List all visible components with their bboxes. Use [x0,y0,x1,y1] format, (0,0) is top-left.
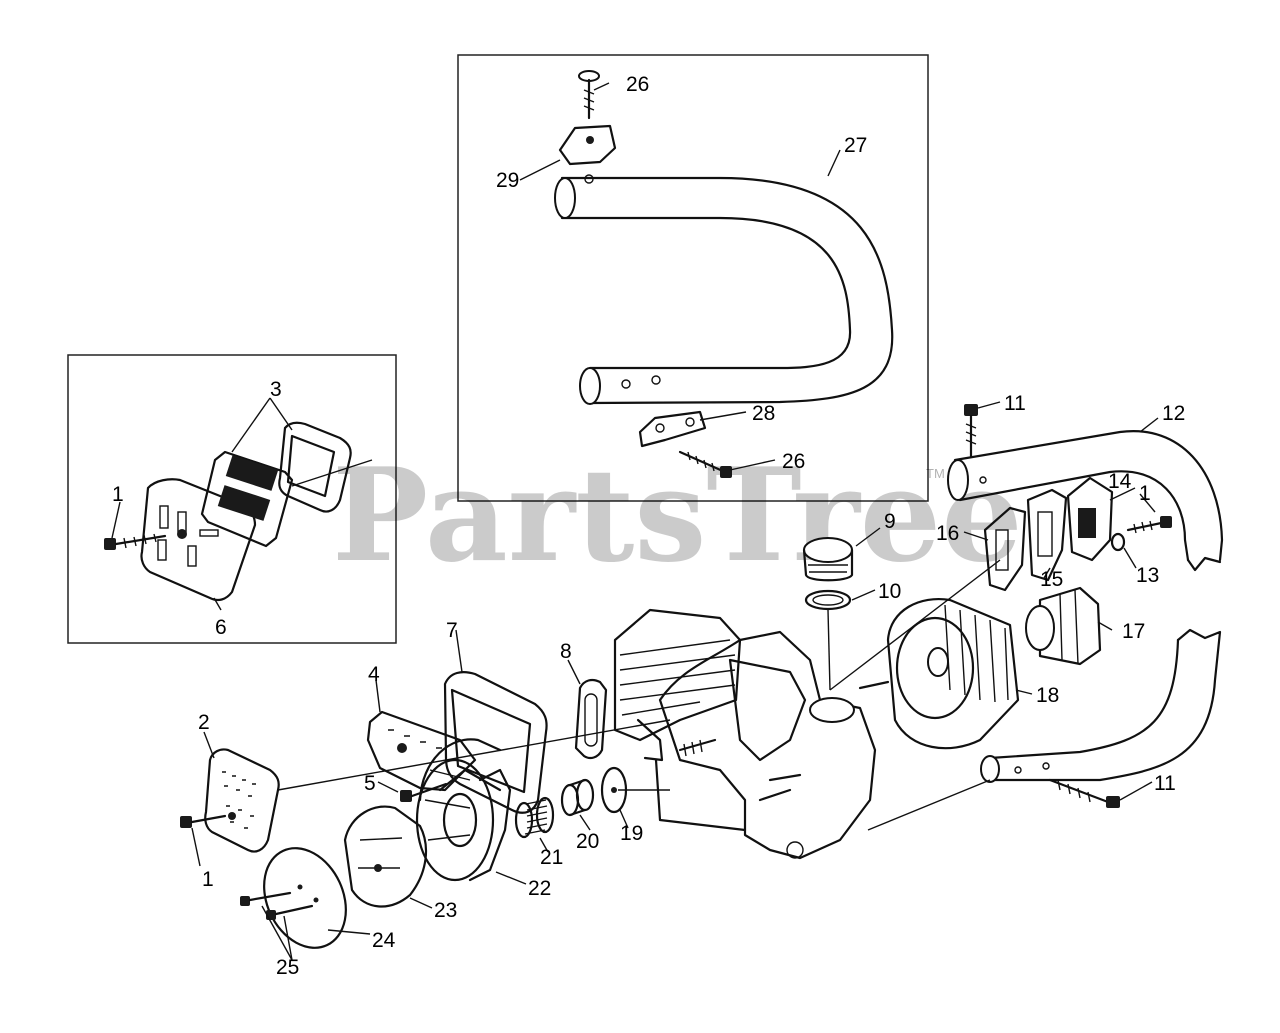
screw-11-bottom [1048,778,1120,808]
label-28: 28 [752,402,775,425]
plate-28 [638,410,707,448]
label-7: 7 [446,619,458,642]
label-1-left: 1 [202,868,214,891]
label-9: 9 [884,510,896,533]
label-22: 22 [528,877,551,900]
air-box-7 [438,671,548,814]
filter-screen-3 [200,421,373,548]
watermark-trademark: TM [926,466,945,481]
rear-handle-12 [947,430,1224,783]
ring-10 [804,589,852,691]
air-filter-inset-box [67,354,397,644]
spindle-17 [1025,586,1102,666]
label-5: 5 [364,772,376,795]
bracket-14 [1066,476,1114,562]
label-17: 17 [1122,620,1145,643]
label-6: 6 [215,616,227,639]
filter-cover-6 [140,478,257,602]
bracket-4 [366,710,477,792]
label-23: 23 [434,899,457,922]
alignment-lines [277,559,1001,831]
label-15: 15 [1040,568,1063,591]
screw-26-bottom [678,450,732,478]
screw-26-top [578,70,600,120]
label-20: 20 [576,830,599,853]
clutch-drum-22 [415,738,512,882]
label-11-bottom: 11 [1154,772,1176,795]
filter-cover-2 [204,748,280,853]
screw-1-left [180,814,227,828]
label-13: 13 [1136,564,1159,587]
label-14: 14 [1108,470,1132,493]
label-8: 8 [560,640,572,663]
leader-lines [111,82,1159,961]
screws-25 [240,891,314,920]
label-21: 21 [540,846,563,869]
label-26-bottom: 26 [782,450,805,473]
label-18: 18 [1036,684,1059,707]
label-1-inset: 1 [112,483,124,506]
label-26-top: 26 [626,73,649,96]
label-11-top: 11 [1004,392,1026,415]
label-10: 10 [878,580,901,603]
label-19: 19 [620,822,643,845]
plate-15 [1026,488,1068,582]
needle-bearing-21 [514,796,555,839]
screw-1-right [1126,516,1172,534]
bearing-20 [560,778,595,817]
label-4: 4 [368,663,380,686]
label-3: 3 [270,378,282,401]
label-16: 16 [936,522,959,545]
watermark: PartsTree TM [332,441,1023,591]
label-1-right: 1 [1139,482,1151,505]
housing-18 [858,597,1020,750]
plate-16 [983,506,1027,592]
label-2: 2 [198,711,210,734]
washer-13 [1110,532,1126,552]
label-12: 12 [1162,402,1185,425]
clamp-29 [558,124,617,184]
cylinder [613,608,742,762]
watermark-text: PartsTree [332,441,1023,591]
label-24: 24 [372,929,396,952]
label-25: 25 [276,956,299,979]
clutch-23 [343,805,427,908]
cap-9 [802,537,854,582]
gasket-8 [574,678,608,760]
callout-labels: 1 1 1 2 3 4 5 6 7 8 9 10 11 11 12 13 14 … [112,73,1185,979]
label-29: 29 [496,169,519,192]
screw-1-inset [104,533,167,550]
screw-5 [400,782,448,802]
label-27: 27 [844,134,867,157]
front-handle-27 [554,176,894,405]
crankcase [654,630,877,860]
screw-11-top [964,404,978,458]
handle-inset-box [457,54,929,502]
